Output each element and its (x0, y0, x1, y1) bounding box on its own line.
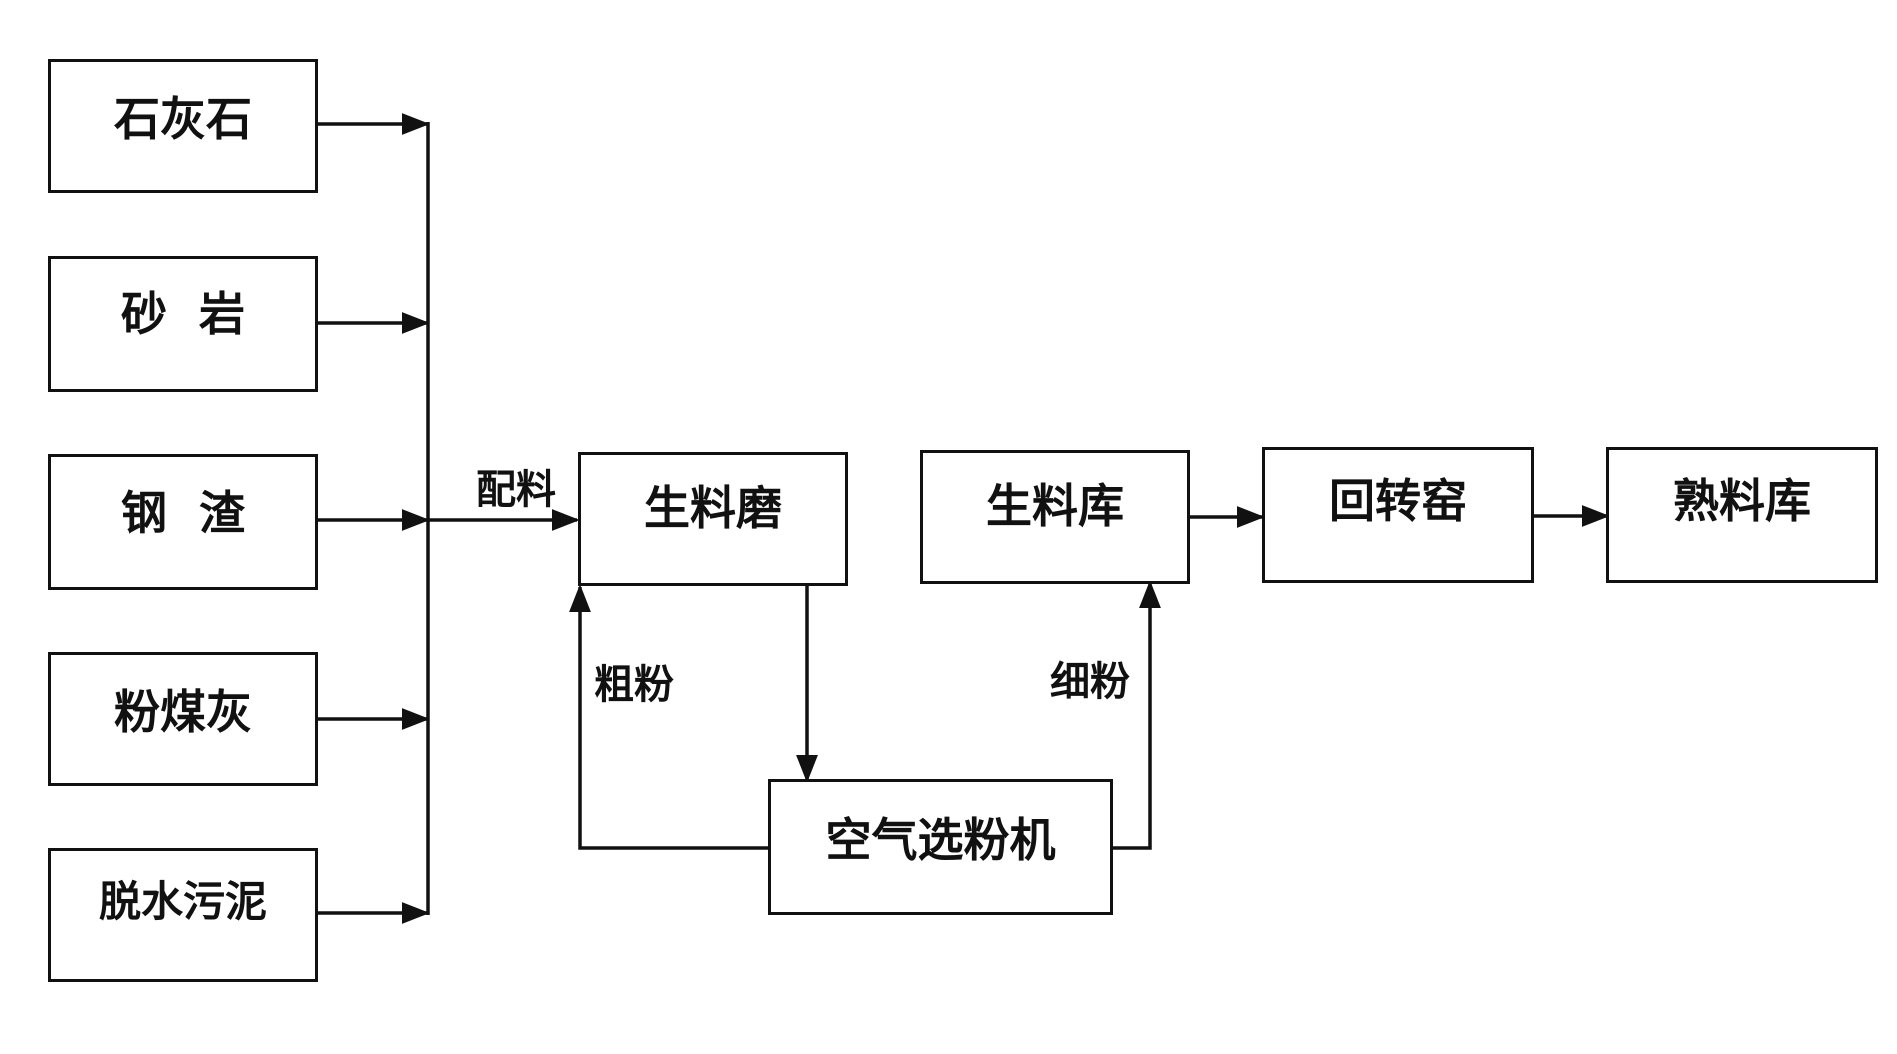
limestone-label: 石灰石 (114, 92, 252, 146)
fly-ash-label: 粉煤灰 (114, 685, 252, 739)
air-separator-box: 空气选粉机 (768, 779, 1113, 915)
rotary-kiln-box: 回转窑 (1262, 447, 1534, 583)
raw-mill-box: 生料磨 (578, 452, 848, 586)
dewatered-sludge-box: 脱水污泥 (48, 848, 318, 982)
limestone-box: 石灰石 (48, 59, 318, 193)
steel-slag-label: 钢 渣 (120, 486, 246, 540)
rotary-kiln-label: 回转窑 (1329, 474, 1467, 528)
arrow-coarse-powder-return (569, 584, 770, 850)
raw-silo-label: 生料库 (986, 479, 1124, 533)
raw-silo-box: 生料库 (920, 450, 1190, 584)
fine-powder-label: 细粉 (1050, 659, 1130, 705)
sandstone-box: 砂 岩 (48, 256, 318, 392)
fly-ash-box: 粉煤灰 (48, 652, 318, 786)
batching-label: 配料 (476, 467, 556, 513)
sandstone-label: 砂 岩 (120, 287, 246, 341)
coarse-powder-label: 粗粉 (594, 662, 674, 708)
arrow-fine-powder-to-raw-silo (1113, 580, 1161, 850)
clinker-silo-box: 熟料库 (1606, 447, 1878, 583)
dewatered-sludge-label: 脱水污泥 (98, 877, 267, 926)
clinker-silo-label: 熟料库 (1673, 474, 1811, 528)
steel-slag-box: 钢 渣 (48, 454, 318, 590)
raw-mill-label: 生料磨 (644, 481, 782, 535)
air-separator-label: 空气选粉机 (825, 813, 1056, 867)
